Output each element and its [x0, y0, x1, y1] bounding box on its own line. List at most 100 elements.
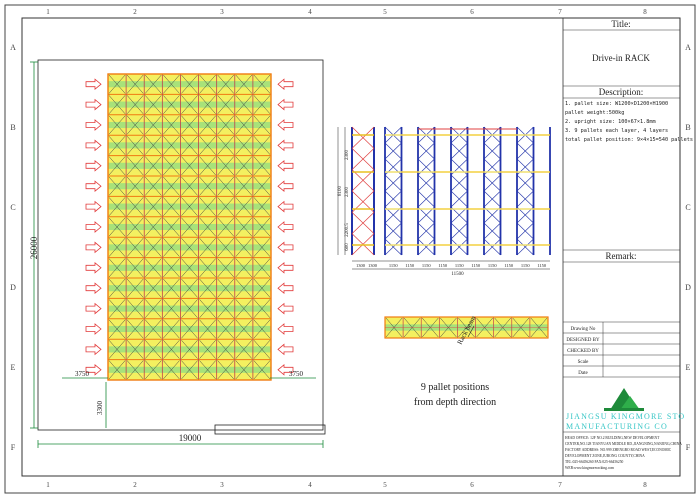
pallet-cross	[253, 299, 271, 318]
pallet-cross	[108, 176, 126, 196]
frame-col-label: 7	[558, 8, 562, 16]
elev-vertical-dim: 2200.5	[345, 223, 350, 237]
elev-bay-dim: 1150	[455, 263, 465, 268]
pallet-cross	[199, 74, 216, 94]
elev-bracing	[516, 174, 534, 192]
pallet-cross	[253, 136, 271, 155]
pallet-cross	[235, 176, 253, 196]
pallet-cross	[235, 360, 253, 380]
pallet-cross	[253, 278, 271, 298]
frame-row-label: C	[685, 203, 690, 212]
address-line: DEVELOPMENT ZONE,JURONG COUNTY,CHINA	[565, 454, 645, 459]
elev-side-dim: 1300	[368, 263, 378, 268]
elev-bracing	[483, 142, 501, 160]
elev-bracing	[516, 142, 534, 160]
pallet-cross	[199, 136, 216, 155]
pallet-cross	[181, 136, 198, 155]
pallet-cross	[126, 115, 144, 135]
elev-bracing	[417, 222, 435, 240]
title-label: Title:	[611, 19, 630, 29]
pallet-cross	[108, 156, 126, 176]
pallet-cross	[181, 217, 198, 237]
pallet-cross	[163, 340, 180, 359]
pallet-cross	[145, 115, 162, 135]
elev-bracing	[417, 238, 435, 256]
pallet-cross	[217, 197, 234, 216]
pallet-cross	[235, 74, 253, 94]
pallet-cross	[235, 136, 253, 155]
pallet-cross	[145, 176, 162, 196]
elev-bracing	[384, 238, 402, 256]
description-line: total pallet position: 9×4×15=540 pallet…	[565, 137, 693, 143]
plan-dimensions: 26000 19000 3750 3750 3300	[29, 61, 324, 448]
pallet-cross	[235, 238, 253, 257]
pallet-cross	[217, 360, 234, 380]
pallet-cross	[217, 319, 234, 339]
elev-bracing	[450, 222, 468, 240]
address-line: WEB:www.kingmoreracking.com	[565, 466, 614, 470]
description-lines: 1. pallet size: W1200×D1200×H1900pallet …	[565, 101, 693, 143]
elev-bracing	[516, 238, 534, 256]
frame-col-label: 4	[308, 8, 312, 16]
pallet-cross	[181, 340, 198, 359]
frame-col-label: 6	[470, 481, 474, 489]
description-label: Description:	[599, 87, 644, 97]
pallet-cross	[199, 278, 216, 298]
pallet-cross	[163, 176, 180, 196]
frame-row-label: F	[11, 443, 16, 452]
entry-arrow-left-icon	[277, 221, 294, 233]
title-block: Title: Drive-in RACK Description: 1. pal…	[562, 17, 693, 477]
entry-arrow-right-icon	[85, 98, 102, 111]
pallet-cross	[126, 176, 144, 196]
side-label-line2: from depth direction	[414, 397, 496, 408]
pallet-cross	[253, 74, 271, 94]
pallet-cross	[126, 258, 144, 278]
pallet-cross	[108, 197, 126, 216]
pallet-cross	[217, 278, 234, 298]
elev-bracing	[516, 190, 534, 208]
pallet-cross	[181, 197, 198, 216]
pallet-cross	[126, 217, 144, 237]
address-line: FACTORY ADDRESS: NO.999 ZHENGBO ROAD WES…	[565, 448, 672, 453]
pallet-cross	[217, 217, 234, 237]
pallet-cross	[253, 197, 271, 216]
pallet-cross	[108, 299, 126, 318]
pallet-cross	[145, 340, 162, 359]
title-block-row-label: CHECKED BY	[567, 349, 599, 354]
frame-row-label: E	[11, 363, 16, 372]
elev-bracing	[417, 142, 435, 160]
entry-arrow-right-icon	[85, 343, 102, 356]
pallet-cross	[199, 258, 216, 278]
pallet-cross	[108, 217, 126, 237]
side-bracing	[351, 148, 375, 170]
frame-row-label: C	[10, 203, 15, 212]
elev-bracing	[384, 142, 402, 160]
pallet-cross	[253, 217, 271, 237]
entry-arrow-left-icon	[277, 261, 294, 274]
frame-row-label: D	[685, 283, 691, 292]
elev-vertical-dim: 600	[345, 243, 350, 251]
pallet-cross	[108, 136, 126, 155]
frame-col-label: 3	[220, 481, 224, 489]
pallet-cross	[163, 156, 180, 176]
frame-row-label: A	[10, 43, 16, 52]
elev-bracing	[483, 222, 501, 240]
entry-arrow-right-icon	[85, 139, 102, 152]
pallet-cross	[126, 136, 144, 155]
dim-right-label: 3750	[289, 370, 304, 378]
pallet-cross	[217, 95, 234, 114]
pallet-cross	[163, 136, 180, 155]
pallet-cross	[235, 197, 253, 216]
description-line: 2. upright size: 100×67×1.8mm	[565, 119, 656, 125]
plan-door	[214, 424, 326, 435]
elev-vertical-dim: 2300	[345, 150, 350, 161]
pallet-cross	[181, 258, 198, 278]
entry-arrow-left-icon	[277, 343, 294, 356]
pallet-cross	[253, 156, 271, 176]
pallet-cross	[126, 340, 144, 359]
pallet-cross	[181, 299, 198, 318]
pallet-cross	[199, 95, 216, 114]
frame-col-label: 7	[558, 481, 562, 489]
